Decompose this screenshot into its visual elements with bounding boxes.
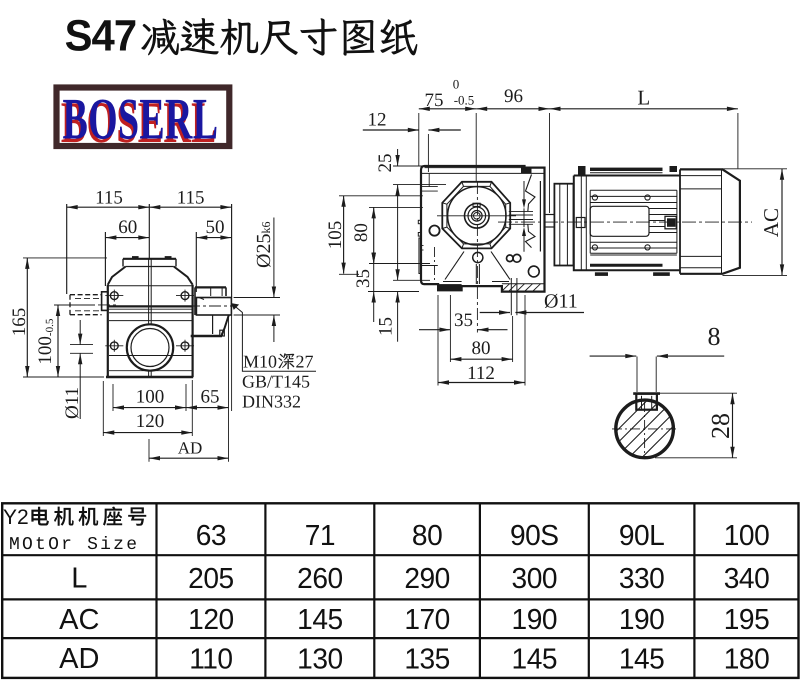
- svg-text:28: 28: [706, 413, 735, 439]
- svg-text:96: 96: [504, 86, 523, 107]
- svg-text:80: 80: [412, 520, 442, 552]
- svg-text:AC: AC: [759, 208, 783, 237]
- svg-text:Y2: Y2: [3, 506, 29, 529]
- svg-text:Ø25k6: Ø25k6: [253, 222, 275, 268]
- svg-text:105: 105: [325, 221, 346, 250]
- svg-text:BOSERL: BOSERL: [61, 89, 217, 155]
- svg-text:AC: AC: [59, 604, 99, 636]
- svg-text:260: 260: [297, 563, 342, 595]
- svg-text:8: 8: [708, 322, 721, 351]
- svg-text:S47: S47: [65, 12, 137, 61]
- svg-text:15: 15: [376, 317, 397, 336]
- svg-text:120: 120: [136, 411, 165, 432]
- svg-text:BOSERL: BOSERL: [63, 86, 219, 152]
- svg-text:25: 25: [375, 154, 396, 173]
- svg-text:AD: AD: [59, 643, 99, 675]
- svg-text:170: 170: [404, 604, 449, 636]
- svg-text:195: 195: [724, 604, 769, 636]
- svg-text:180: 180: [724, 644, 769, 676]
- svg-text:63: 63: [196, 520, 226, 552]
- svg-text:190: 190: [619, 604, 664, 636]
- svg-text:75: 75: [425, 90, 444, 111]
- svg-text:80: 80: [472, 338, 491, 359]
- svg-text:Ø11: Ø11: [544, 291, 578, 313]
- svg-text:M10: M10: [243, 352, 277, 372]
- svg-text:145: 145: [297, 604, 342, 636]
- svg-text:35: 35: [454, 310, 473, 331]
- svg-text:12: 12: [368, 110, 387, 131]
- svg-text:112: 112: [467, 363, 495, 384]
- svg-text:90L: 90L: [619, 520, 665, 552]
- svg-text:100: 100: [136, 387, 165, 408]
- svg-text:205: 205: [188, 563, 233, 595]
- svg-text:115: 115: [95, 188, 123, 209]
- svg-text:190: 190: [512, 604, 557, 636]
- svg-text:0: 0: [453, 77, 460, 92]
- svg-text:L: L: [637, 86, 650, 110]
- svg-text:35: 35: [353, 269, 374, 288]
- svg-text:80: 80: [351, 223, 372, 242]
- svg-text:71: 71: [305, 520, 335, 552]
- svg-text:100: 100: [724, 520, 769, 552]
- svg-text:110: 110: [189, 644, 232, 676]
- svg-text:-0.5: -0.5: [454, 93, 475, 108]
- svg-text:330: 330: [619, 563, 664, 595]
- svg-text:135: 135: [404, 644, 449, 676]
- svg-text:GB/T145: GB/T145: [242, 372, 310, 392]
- svg-text:130: 130: [297, 644, 342, 676]
- svg-text:115: 115: [177, 188, 205, 209]
- svg-text:65: 65: [201, 387, 220, 408]
- svg-text:AD: AD: [178, 439, 203, 458]
- svg-text:165: 165: [9, 308, 30, 337]
- svg-text:145: 145: [619, 644, 664, 676]
- svg-text:120: 120: [188, 604, 233, 636]
- svg-text:50: 50: [206, 217, 225, 238]
- svg-text:60: 60: [118, 217, 137, 238]
- svg-text:290: 290: [404, 563, 449, 595]
- svg-text:Ø11: Ø11: [62, 387, 83, 419]
- svg-text:DIN332: DIN332: [242, 392, 301, 412]
- svg-text:145: 145: [512, 644, 557, 676]
- svg-text:27: 27: [296, 352, 314, 372]
- svg-text:90S: 90S: [510, 520, 559, 552]
- svg-text:340: 340: [724, 563, 769, 595]
- svg-text:300: 300: [512, 563, 557, 595]
- svg-text:L: L: [71, 562, 87, 594]
